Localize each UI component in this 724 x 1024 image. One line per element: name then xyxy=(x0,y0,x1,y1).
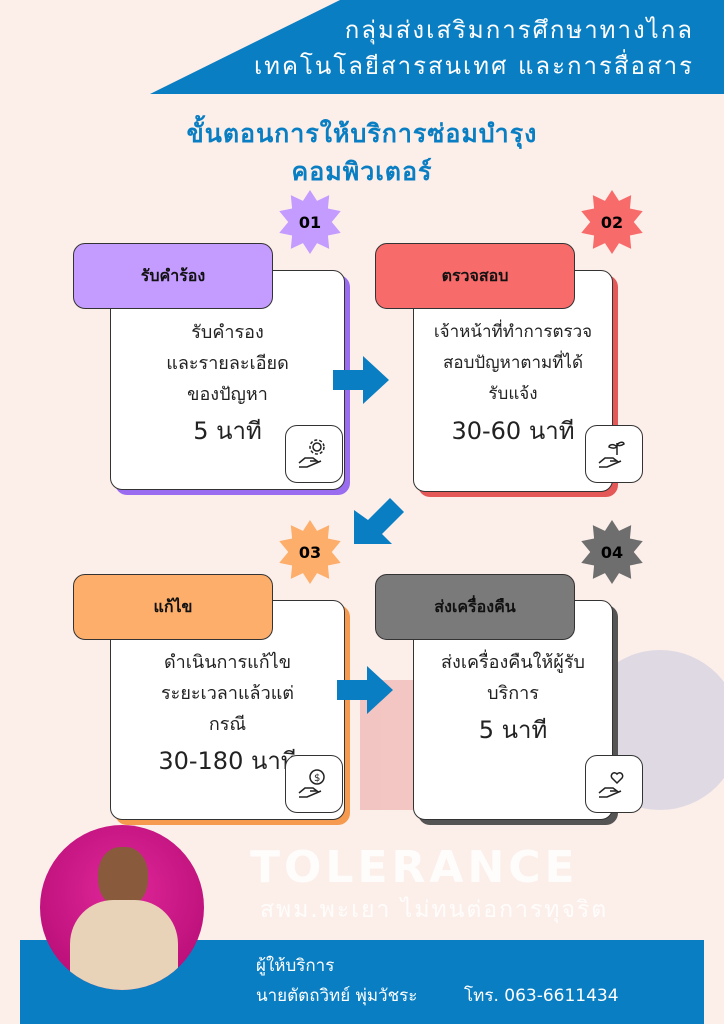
provider-photo xyxy=(40,825,204,990)
step-text: รับคำรอง xyxy=(191,322,264,343)
step-text: บริการ xyxy=(487,683,539,704)
arrow-right-icon xyxy=(337,666,393,714)
header-line2: เทคโนโลยีสารสนเทศ และการสื่อสาร xyxy=(253,52,694,80)
step-time: 30-180 นาที xyxy=(158,747,297,775)
step-title-2: ตรวจสอบ xyxy=(375,243,575,309)
step-time: 30-60 นาที xyxy=(451,417,575,445)
hand-gear-icon xyxy=(285,425,343,483)
step-title-3: แก้ไข xyxy=(73,574,273,640)
step-badge-02: 02 xyxy=(581,190,643,254)
step-text: เจ้าหน้าที่ทำการตรวจ xyxy=(433,322,593,342)
hand-coin-icon: $ xyxy=(285,755,343,813)
step-text: ส่งเครื่องคืนให้ผู้รับ xyxy=(441,652,585,673)
step-time: 5 นาที xyxy=(193,417,262,445)
step-badge-01: 01 xyxy=(279,190,341,254)
page-title-line2: คอมพิวเตอร์ xyxy=(291,157,433,186)
step-text: ของปัญหา xyxy=(187,384,268,405)
hand-heart-icon xyxy=(585,755,643,813)
step-text: ดำเนินการแก้ไข xyxy=(163,652,292,673)
provider-name: นายตัตถวิทย์ พุ่มวัชระ xyxy=(256,986,418,1006)
step-text: กรณี xyxy=(208,714,247,735)
step-time: 5 นาที xyxy=(478,716,548,744)
step-title-4: ส่งเครื่องคืน xyxy=(375,574,575,640)
arrow-right-icon xyxy=(333,356,389,404)
hand-plant-icon xyxy=(585,425,643,483)
step-text: ระยะเวลาแล้วแต่ xyxy=(161,683,294,704)
provider-phone: โทร. 063-6611434 xyxy=(464,986,619,1006)
step-badge-03: 03 xyxy=(279,520,341,584)
arrow-down-left-icon xyxy=(354,498,404,544)
provider-label: ผู้ให้บริการ xyxy=(256,956,335,976)
header-banner: กลุ่มส่งเสริมการศึกษาทางไกล เทคโนโลยีสาร… xyxy=(150,0,724,94)
watermark-subtitle: สพม.พะเยา ไม่ทนต่อการทุจริต xyxy=(260,897,609,923)
step-text: รับแจ้ง xyxy=(488,384,538,404)
step-title-1: รับคำร้อง xyxy=(73,243,273,309)
watermark-title: TOLERANCE xyxy=(250,842,579,893)
header-line1: กลุ่มส่งเสริมการศึกษาทางไกล xyxy=(344,16,694,44)
svg-text:$: $ xyxy=(314,773,320,784)
page-title: ขั้นตอนการให้บริการซ่อมบำรุง xyxy=(186,119,538,148)
step-text: สอบปัญหาตามที่ได้ xyxy=(443,353,583,373)
step-badge-04: 04 xyxy=(581,520,643,584)
step-text: และรายละเอียด xyxy=(166,353,289,374)
